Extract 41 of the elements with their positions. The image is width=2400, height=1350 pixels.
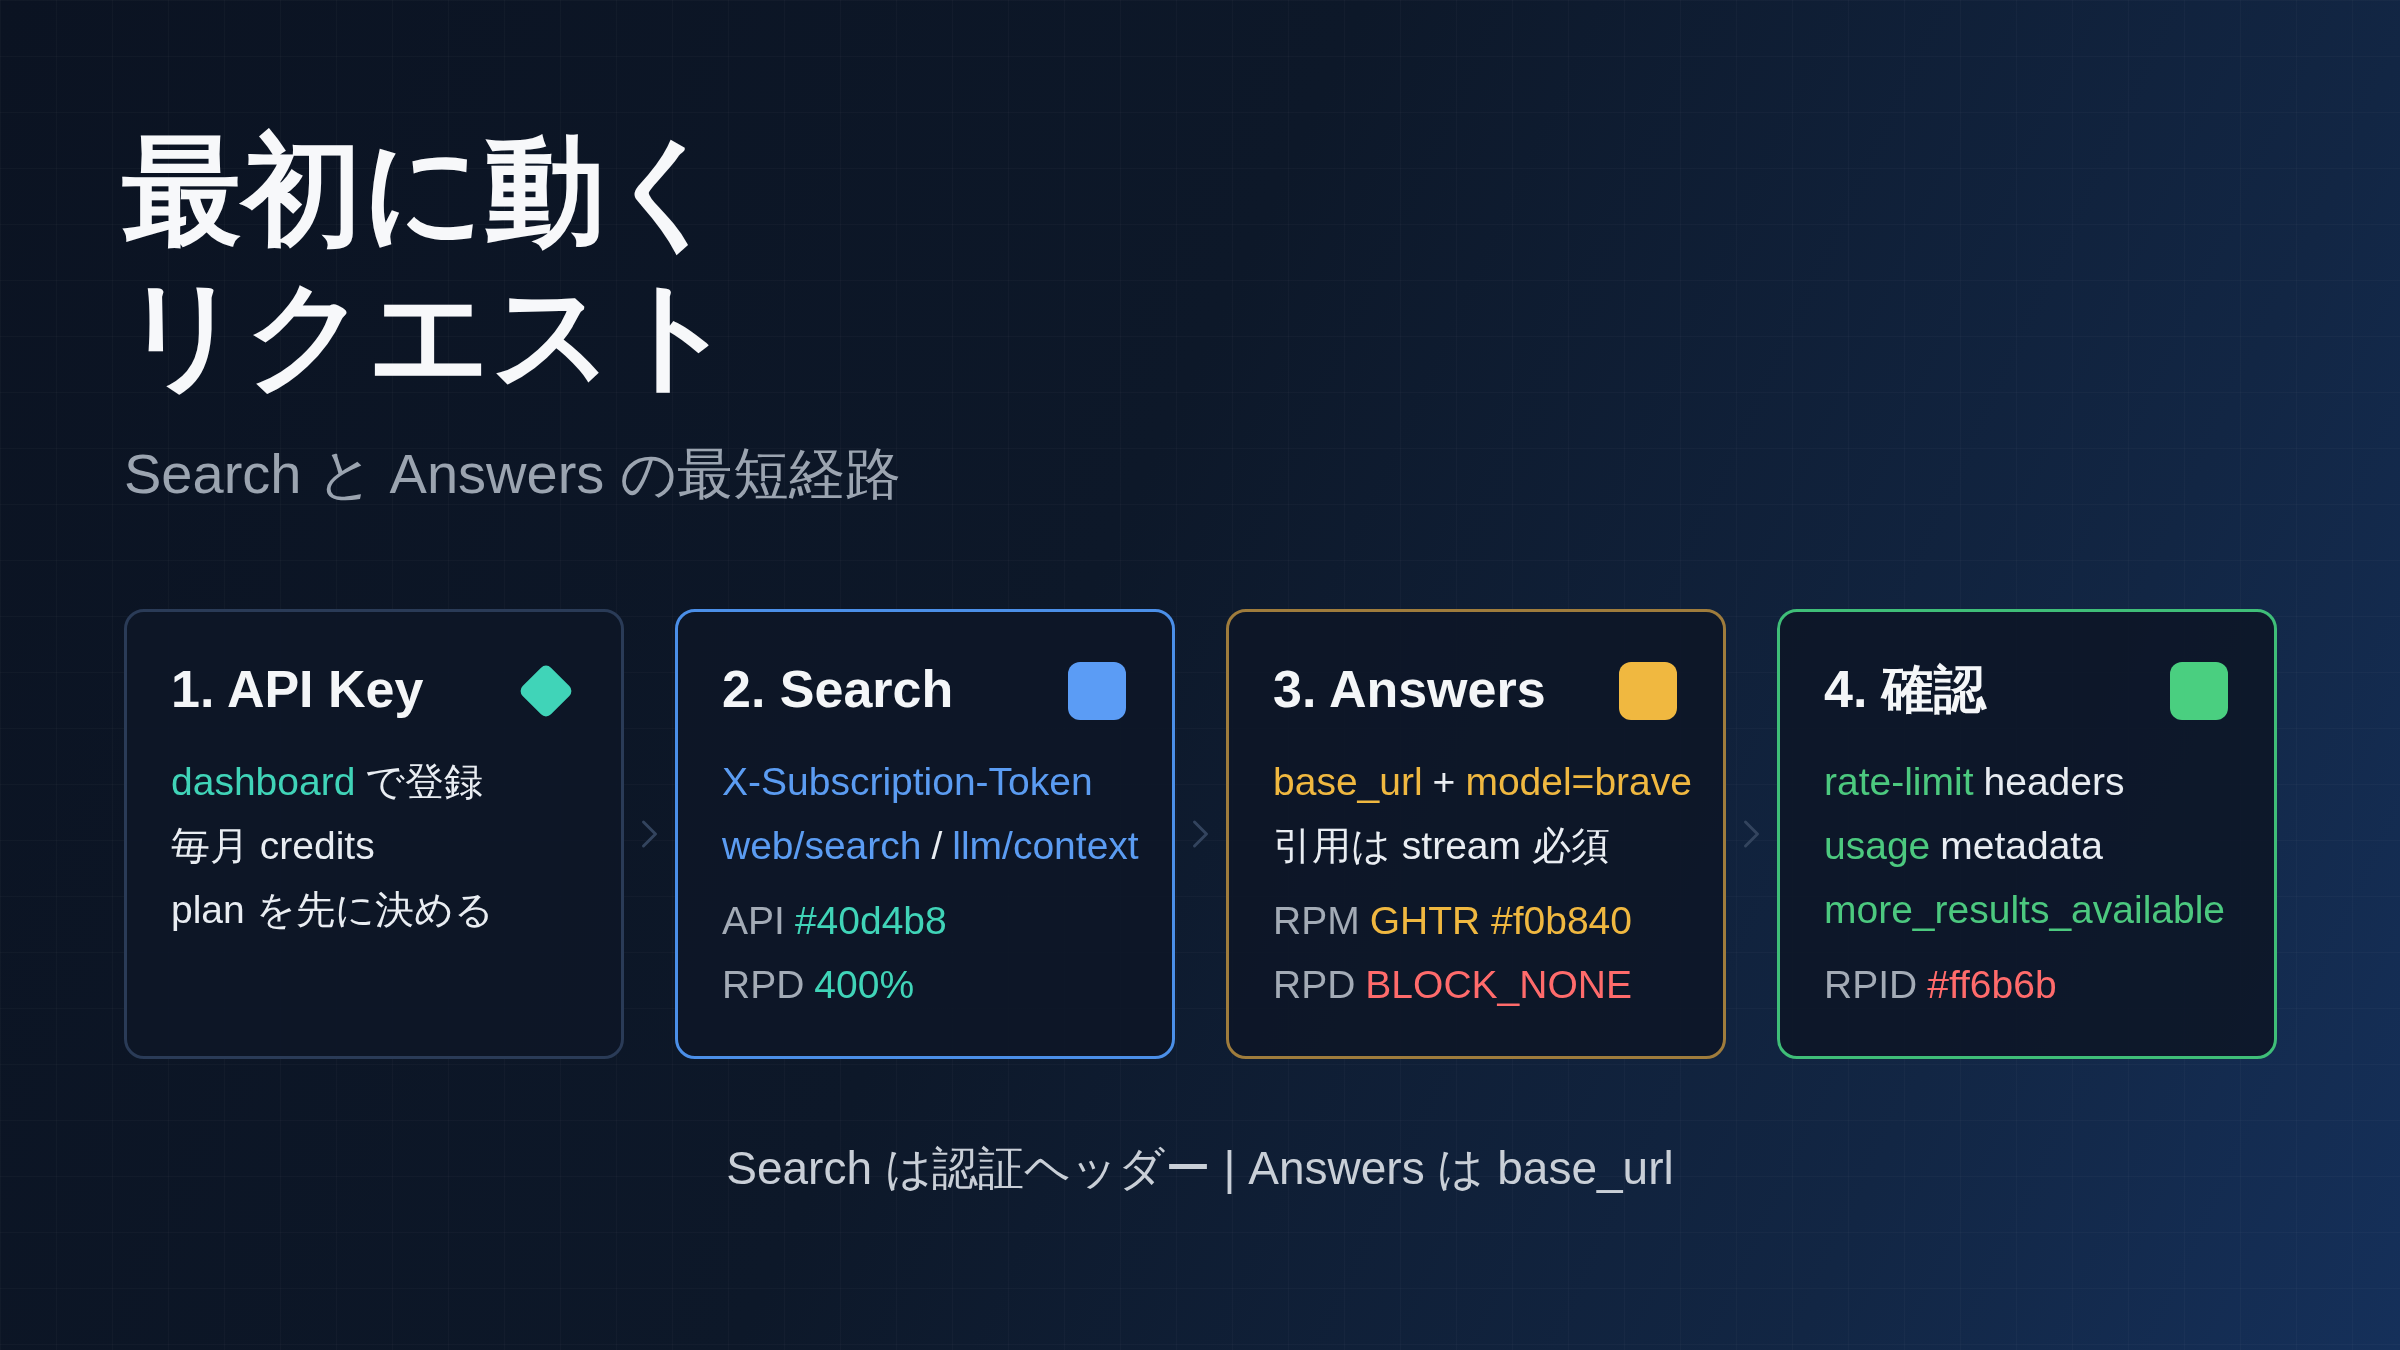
step-text: model=brave <box>1465 759 1692 805</box>
step-title: 2. Search <box>722 659 954 719</box>
step-card <box>675 609 1175 1059</box>
slide-subtitle: Search と Answers の最短経路 <box>124 441 901 507</box>
step-text: rate-limit <box>1824 759 1974 805</box>
step-title: 4. 確認 <box>1824 659 1986 719</box>
step-text: BLOCK_NONE <box>1365 962 1632 1008</box>
chevron-arrow <box>642 820 657 848</box>
step-title: 3. Answers <box>1273 659 1546 719</box>
step-text: RPM <box>1273 898 1360 944</box>
step-text: RPID <box>1824 962 1918 1008</box>
step-text: llm/context <box>952 823 1139 869</box>
step-text: GHTR #f0b840 <box>1369 898 1632 944</box>
step-text: X-Subscription-Token <box>722 759 1093 805</box>
chevron-arrow <box>1193 820 1208 848</box>
step-text: 引用は stream 必須 <box>1273 823 1610 869</box>
step-text: + <box>1432 759 1456 805</box>
slide-caption: Search は認証ヘッダー | Answers は base_url <box>726 1141 1674 1196</box>
step-text: RPD <box>722 962 805 1008</box>
step-text: 400% <box>814 962 915 1008</box>
step-text: API <box>722 898 785 944</box>
step-card <box>124 609 624 1059</box>
step-text: 毎月 credits <box>171 823 375 869</box>
step-text: metadata <box>1940 823 2103 869</box>
step-text: / <box>931 823 943 869</box>
step-text: plan を先に決める <box>171 887 494 933</box>
step-text: で登録 <box>365 759 484 805</box>
step-text: dashboard <box>171 759 356 805</box>
step-text: headers <box>1983 759 2125 805</box>
step-text: RPD <box>1273 962 1356 1008</box>
step-text: web/search <box>722 823 922 869</box>
step-text: base_url <box>1273 759 1423 805</box>
step-title: 1. API Key <box>171 659 424 719</box>
step-text: #40d4b8 <box>794 898 947 944</box>
step-text: more_results_available <box>1824 887 2226 933</box>
step-text: #ff6b6b <box>1927 962 2057 1008</box>
step-text: usage <box>1824 823 1931 869</box>
step-card <box>1777 609 2277 1059</box>
step-card <box>1226 609 1726 1059</box>
chevron-arrow <box>1744 820 1759 848</box>
slide-title: 最初に動くリクエスト <box>122 122 738 403</box>
